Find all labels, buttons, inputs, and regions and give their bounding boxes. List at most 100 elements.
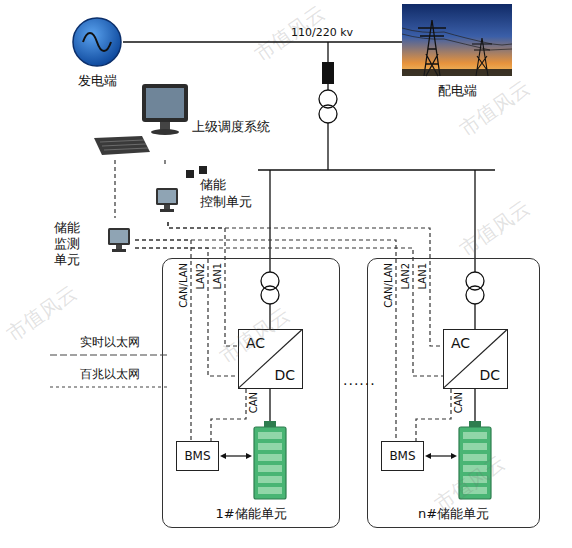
battery-cell xyxy=(258,454,282,461)
battery-cell xyxy=(258,465,282,472)
feeder-line xyxy=(327,84,328,90)
connector xyxy=(168,222,238,346)
battery-cell xyxy=(258,487,282,494)
bms-box: BMS xyxy=(381,441,424,471)
node-label: 发电端 xyxy=(71,72,123,90)
converter-box: AC DC xyxy=(443,329,508,389)
monitor-stand xyxy=(160,122,170,130)
bms-box: BMS xyxy=(176,441,219,471)
edge-label: CAN/LAN xyxy=(178,263,190,308)
communication-line xyxy=(211,389,246,441)
legend: 实时以太网百兆以太网 xyxy=(50,334,168,398)
monitor-computer: 储能 监测 单元 xyxy=(52,218,135,280)
breaker-symbol xyxy=(322,62,334,84)
legend-item: 实时以太网 xyxy=(50,334,168,366)
monitor-screen xyxy=(110,230,128,243)
transformer-symbol xyxy=(466,286,484,304)
watermark: 市值风云 xyxy=(1,279,82,347)
monitor-stand xyxy=(116,245,122,249)
feeder-line xyxy=(269,259,270,272)
node-label: AC xyxy=(451,335,470,351)
monitor-body xyxy=(108,228,130,245)
device-square xyxy=(186,170,194,178)
monitor-base xyxy=(160,209,174,212)
battery-cell xyxy=(258,443,282,450)
node-label: BMS xyxy=(177,442,218,470)
generator-circle: 发电端 xyxy=(71,16,123,92)
node-graphic xyxy=(71,16,123,68)
battery-terminal xyxy=(264,421,276,427)
connector xyxy=(123,42,402,43)
bms-battery-link xyxy=(428,455,454,456)
connector xyxy=(135,240,396,441)
grid-picture: 配电端 xyxy=(402,4,512,100)
battery-cell xyxy=(258,432,282,439)
arrow-head xyxy=(425,453,431,459)
connector xyxy=(165,160,166,166)
transformer-symbol xyxy=(319,105,337,123)
edge-label: CAN xyxy=(453,392,465,413)
bms-battery-link xyxy=(223,455,249,456)
edge-label: LAN2 xyxy=(195,263,207,289)
sky xyxy=(402,4,512,76)
arrow-head xyxy=(220,453,226,459)
edge-label: CAN/LAN xyxy=(383,263,395,308)
node-label: DC xyxy=(274,367,295,383)
ellipsis-mark: ...... xyxy=(343,372,376,388)
keyboard-keys xyxy=(100,140,148,150)
monitor-base xyxy=(151,129,179,135)
monitor-body xyxy=(142,84,188,122)
low-voltage-bus xyxy=(258,169,495,171)
communication-line xyxy=(135,240,396,441)
sine-symbol xyxy=(83,33,111,51)
battery-symbol xyxy=(254,427,286,499)
legend-line xyxy=(50,386,168,387)
connector xyxy=(168,222,443,346)
feeder-line xyxy=(327,123,328,170)
keyboard xyxy=(94,136,150,155)
node-label: DC xyxy=(479,367,500,383)
feeder-line xyxy=(474,259,475,272)
feeder-line xyxy=(474,389,475,421)
monitor-base xyxy=(112,249,126,252)
dispatch-computer: 上级调度系统 xyxy=(92,80,292,160)
feeder-line xyxy=(269,170,270,259)
communication-line xyxy=(416,389,451,441)
arrow-head xyxy=(246,453,252,459)
transformer-symbol xyxy=(261,272,279,290)
edge-label: LAN2 xyxy=(400,263,412,289)
transformer-symbol xyxy=(466,272,484,290)
communication-line xyxy=(168,222,238,346)
legend-sample xyxy=(50,384,168,390)
legend-item: 百兆以太网 xyxy=(50,366,168,398)
connector xyxy=(135,248,443,376)
power-line xyxy=(402,28,512,50)
connector xyxy=(135,240,191,441)
legend-line xyxy=(50,354,168,355)
feeder-line xyxy=(269,389,270,421)
connector xyxy=(115,160,116,218)
communication-line xyxy=(114,160,115,218)
device-square xyxy=(199,166,207,174)
battery-cell xyxy=(463,432,487,439)
connector xyxy=(416,389,451,441)
node-label: 1#储能单元 xyxy=(163,505,339,523)
communication-line xyxy=(135,248,443,376)
monitor-screen xyxy=(158,190,176,203)
battery-cell xyxy=(463,443,487,450)
edge-label: LAN1 xyxy=(212,263,224,289)
node-label: 上级调度系统 xyxy=(192,118,270,136)
feeder-line xyxy=(474,304,475,329)
node-graphic xyxy=(402,4,512,76)
edge-label: 110/220 kv xyxy=(291,26,353,39)
generator-symbol xyxy=(73,18,121,66)
connector xyxy=(211,389,246,441)
control-computer: 储能 控制单元 xyxy=(150,166,256,222)
communication-line xyxy=(168,222,443,346)
feeder-line xyxy=(327,42,328,62)
edge-label: LAN1 xyxy=(417,263,429,289)
transformer-symbol xyxy=(261,286,279,304)
tower-symbol xyxy=(418,20,446,76)
